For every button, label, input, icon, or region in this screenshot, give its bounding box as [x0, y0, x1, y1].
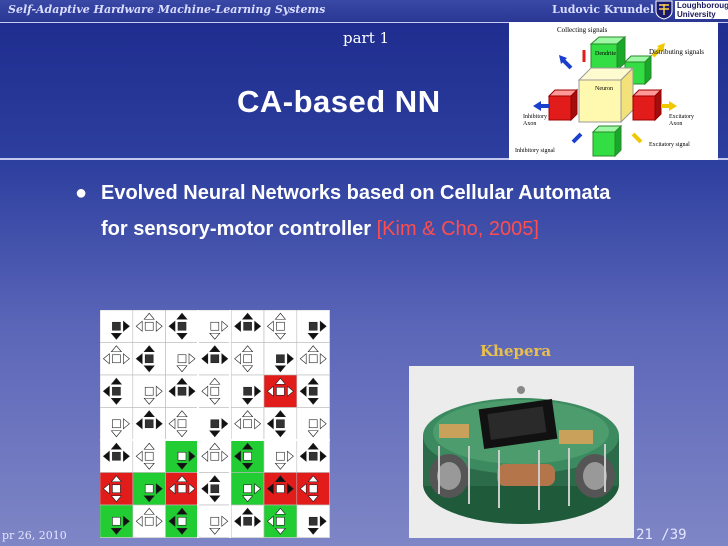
ca-arrow-icon	[176, 450, 196, 470]
neuron-diagram-svg: Collecting signals Dendrite Distributing…	[515, 26, 704, 158]
label-collecting-signals: Collecting signals	[557, 26, 608, 34]
ca-arrow-icon	[110, 418, 130, 438]
ca-arrow-icon	[176, 353, 196, 373]
ca-arrow-icon	[102, 442, 130, 462]
ca-arrow-icon	[234, 312, 262, 332]
ca-arrow-icon	[168, 312, 188, 340]
ca-arrow-icon	[299, 377, 319, 405]
presentation-title: Self-Adaptive Hardware Machine-Learning …	[8, 3, 326, 16]
ca-arrow-icon	[135, 442, 155, 470]
label-inhibitory-axon-1: Inhibitory	[523, 114, 547, 120]
part-label: part 1	[343, 29, 390, 47]
excitatory-cube	[632, 95, 656, 121]
neuron-diagram: Collecting signals Dendrite Distributing…	[509, 22, 718, 160]
title-divider	[0, 158, 728, 160]
ca-arrow-icon	[234, 345, 254, 373]
label-excitatory-axon-1: Excitatory	[669, 114, 694, 120]
ca-arrow-icon	[143, 385, 163, 405]
ca-arrow-icon	[102, 345, 130, 365]
header-bar: Self-Adaptive Hardware Machine-Learning …	[0, 0, 728, 23]
ca-arrow-icon	[168, 475, 196, 495]
label-inhibitory-signal: Inhibitory signal	[515, 148, 555, 154]
ca-grid	[99, 309, 330, 538]
slide-title: CA-based NN	[237, 84, 441, 119]
ca-arrow-icon	[135, 410, 163, 430]
ca-arrow-icon	[234, 410, 262, 430]
ca-arrow-icon	[102, 377, 123, 405]
ca-arrow-icon	[209, 418, 229, 438]
university-crest-icon	[655, 0, 673, 20]
ca-arrow-icon	[110, 320, 130, 340]
ca-grid-svg	[99, 309, 330, 538]
ca-arrow-icon	[168, 377, 196, 397]
ca-arrow-icon	[209, 515, 229, 535]
ca-arrow-icon	[201, 442, 229, 462]
ca-arrow-icon	[299, 345, 327, 365]
ca-arrow-icon	[135, 312, 163, 332]
ca-arrow-icon	[201, 345, 229, 365]
ca-arrow-icon	[274, 353, 294, 373]
bullet-icon: ●	[75, 182, 88, 204]
ca-arrow-icon	[135, 507, 163, 527]
university-logo: Loughborough University	[655, 0, 728, 21]
ca-arrow-icon	[266, 410, 287, 438]
ca-arrow-icon	[266, 507, 287, 535]
page-number: 21 /39	[636, 527, 687, 543]
ca-arrow-icon	[241, 483, 262, 503]
ca-arrow-icon	[234, 507, 262, 527]
ca-arrow-icon	[143, 483, 163, 503]
robot-svg	[423, 386, 619, 524]
ca-arrow-icon	[135, 345, 155, 373]
ca-arrow-icon	[102, 475, 123, 503]
ca-arrow-icon	[168, 507, 188, 535]
ca-arrow-icon	[307, 515, 327, 535]
ca-arrow-icon	[168, 410, 188, 438]
ca-arrow-icon	[299, 475, 319, 503]
label-excitatory-signal: Excitatory signal	[649, 142, 690, 148]
ca-arrow-icon	[201, 377, 221, 405]
khepera-label: Khepera	[480, 342, 552, 360]
ca-arrow-icon	[266, 377, 294, 397]
ca-arrow-icon	[266, 312, 287, 340]
label-inhibitory-axon-2: Axon	[523, 121, 536, 127]
bullet-text: Evolved Neural Networks based on Cellula…	[101, 182, 611, 240]
author-name: Ludovic Krundel	[552, 3, 655, 16]
citation: [Kim & Cho, 2005]	[376, 218, 539, 240]
ca-arrow-icon	[241, 385, 262, 405]
label-neuron: Neuron	[595, 86, 613, 92]
ca-arrow-icon	[266, 475, 294, 495]
ca-arrow-icon	[110, 515, 130, 535]
khepera-robot-image	[409, 366, 634, 538]
bullet-content: Evolved Neural Networks based on Cellula…	[101, 175, 631, 247]
label-excitatory-axon-2: Axon	[669, 121, 682, 127]
ca-arrow-icon	[201, 475, 221, 503]
dendrite-cube	[589, 35, 627, 72]
label-dendrite: Dendrite	[595, 51, 616, 57]
neuron-block	[578, 79, 622, 123]
footer-date: pr 26, 2010	[2, 529, 67, 542]
ca-arrow-icon	[307, 418, 327, 438]
ca-arrow-icon	[209, 320, 229, 340]
logo-text: Loughborough University	[675, 1, 728, 19]
ca-arrow-icon	[307, 320, 327, 340]
ca-arrow-icon	[299, 442, 327, 462]
inhibitory-cube	[548, 95, 572, 121]
label-distributing-signals: Distributing signals	[649, 48, 704, 56]
ca-arrow-icon	[234, 442, 254, 470]
ca-arrow-icon	[274, 450, 294, 470]
